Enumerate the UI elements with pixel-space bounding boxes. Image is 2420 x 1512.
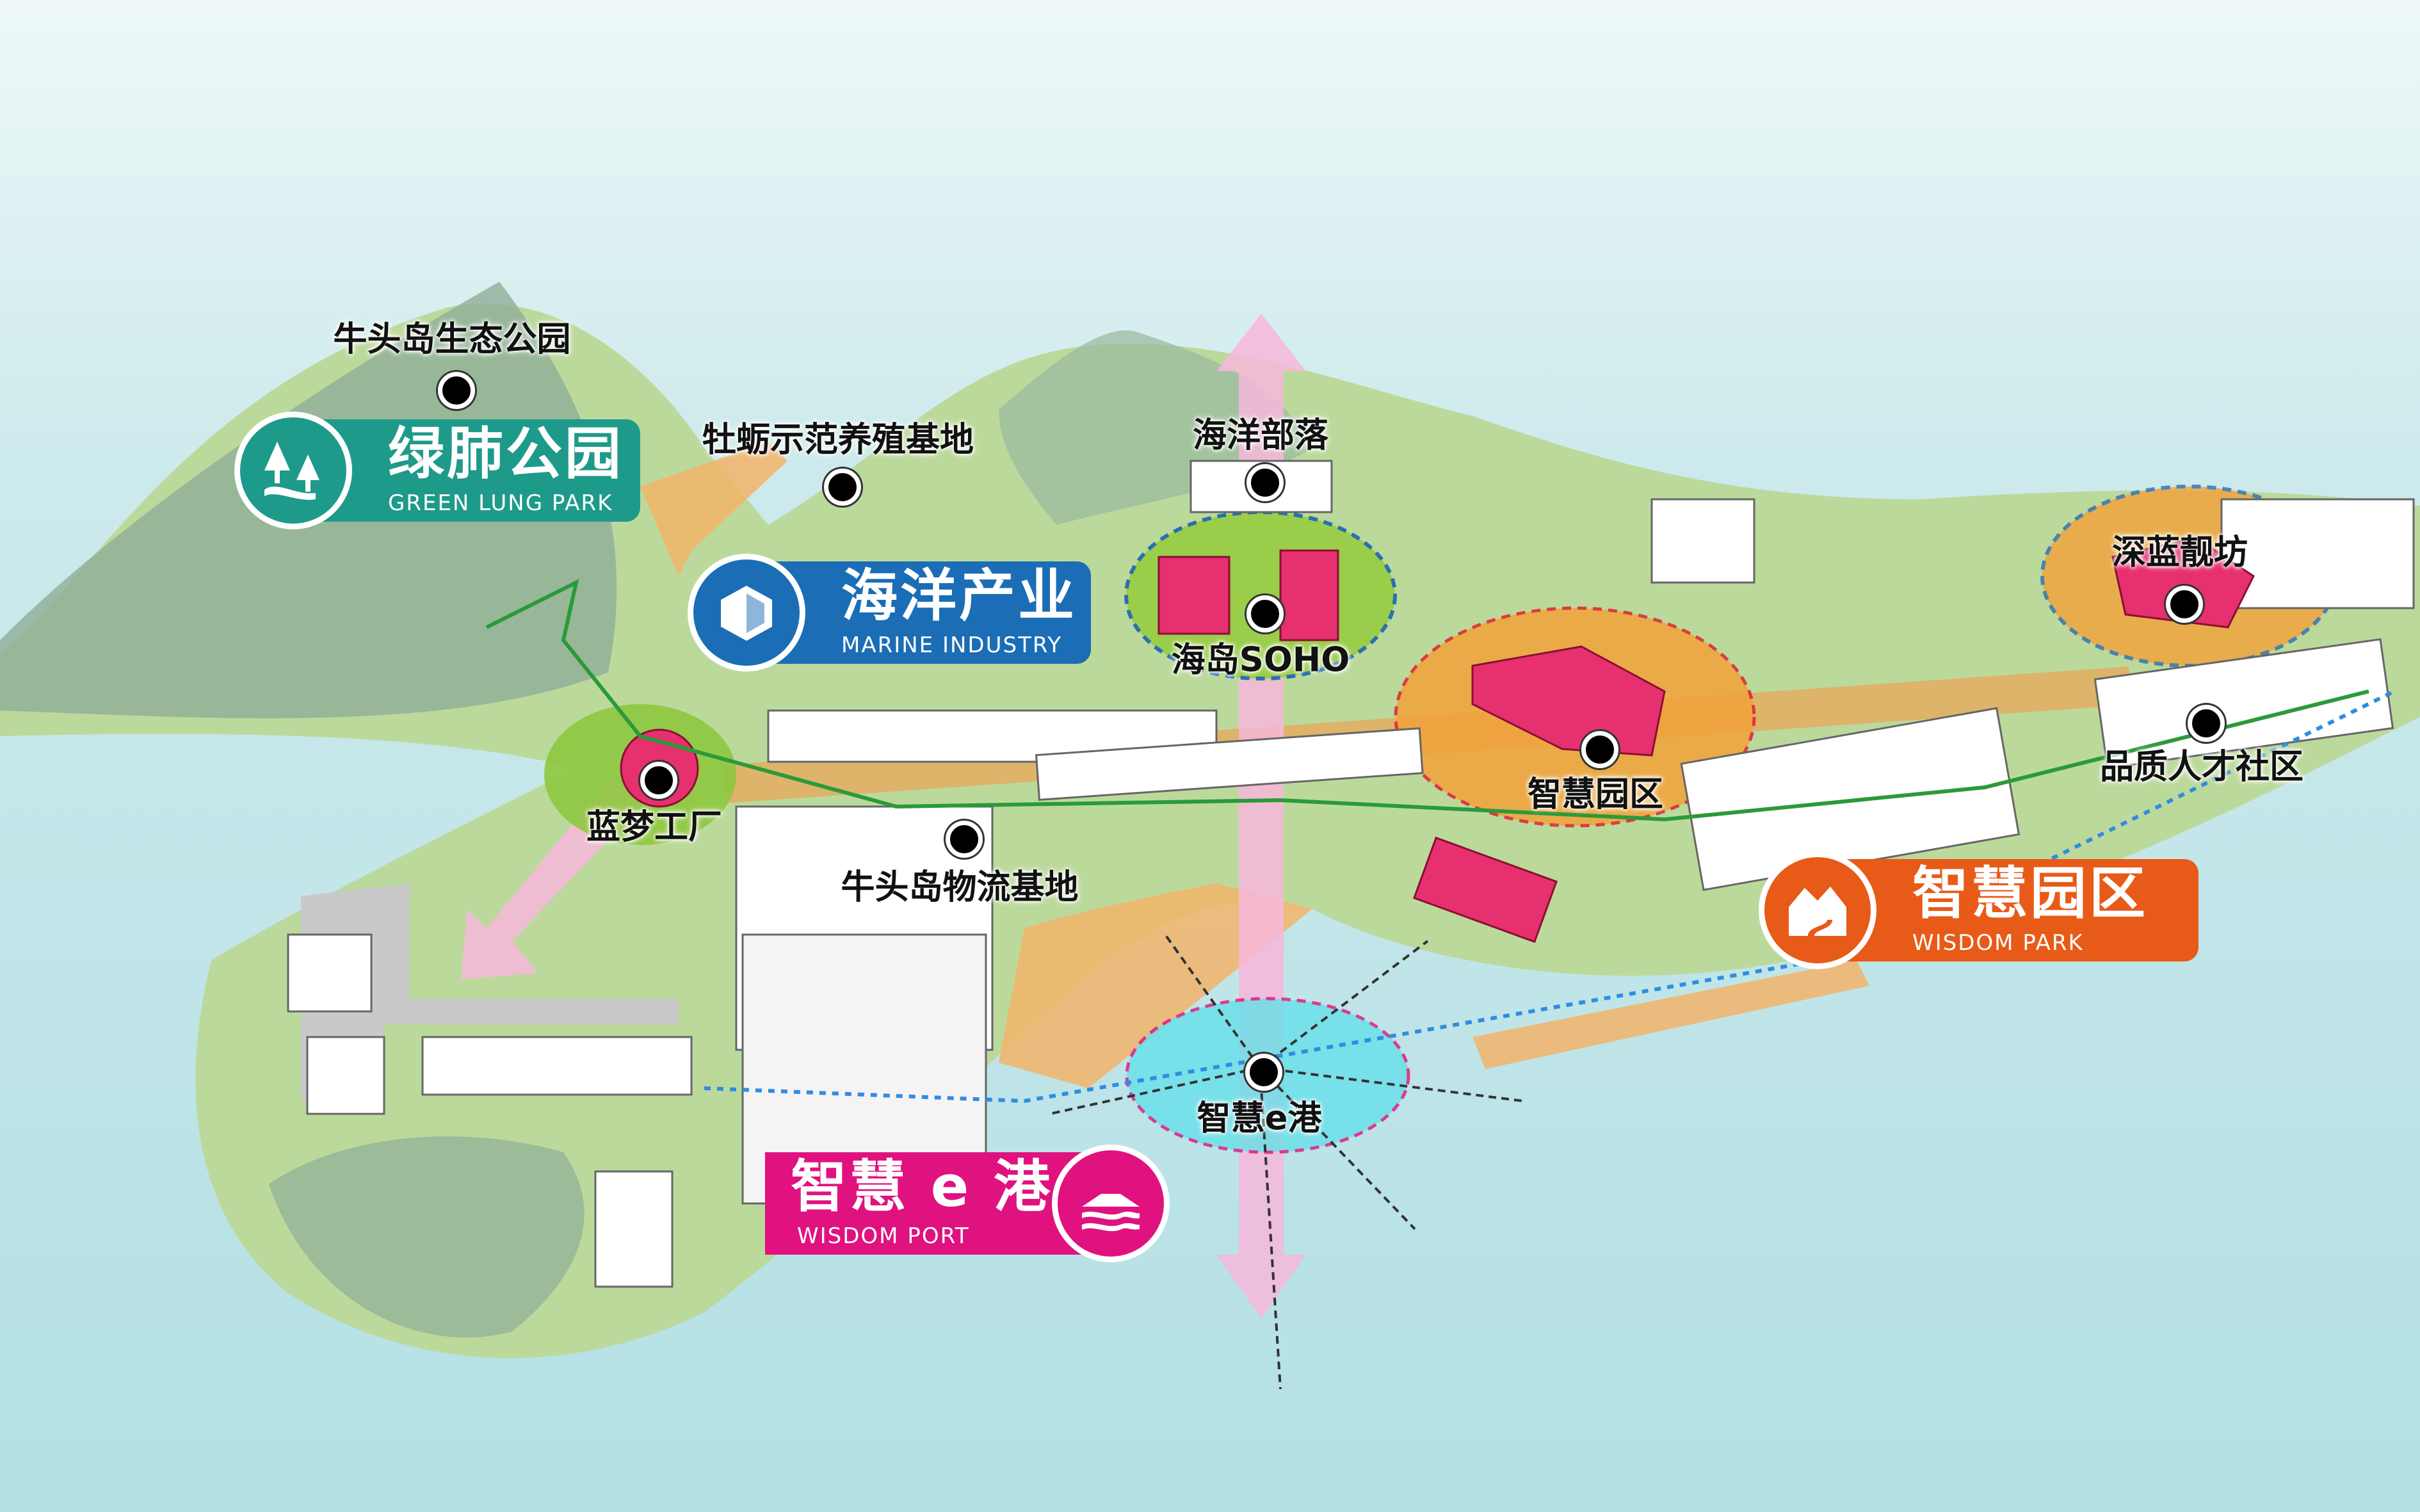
orange-pier-north (640, 442, 787, 576)
location-marker[interactable] (438, 372, 475, 409)
eport-radial-arrows (1049, 933, 1524, 1390)
green-route (485, 579, 2369, 822)
orange-pier-east (1472, 960, 1869, 1069)
location-marker[interactable] (1581, 731, 1618, 768)
boat-icon (1052, 1145, 1170, 1262)
location-marker[interactable] (946, 821, 983, 858)
location-marker[interactable] (2166, 586, 2203, 623)
badge-title: 海洋产业 (841, 563, 1077, 629)
badge-subtitle: WISDOM PORT (797, 1223, 970, 1249)
badge-title: 智慧 e 港 (791, 1154, 1053, 1219)
label-wisdom-park: 智慧园区 (1528, 775, 1663, 814)
label-talent-community: 品质人才社区 (2100, 747, 2303, 787)
cube-icon (688, 554, 805, 672)
badge-bar: 智慧园区 WISDOM PARK (1816, 859, 2198, 961)
orange-zone-south (999, 883, 1312, 1088)
label-lanmeng-factory: 蓝梦工厂 (586, 807, 722, 847)
badge-bar: 海洋产业 MARINE INDUSTRY (745, 561, 1091, 664)
buildings (287, 460, 2415, 1288)
location-marker[interactable] (824, 469, 861, 506)
house-icon (1759, 851, 1876, 969)
badge-subtitle: MARINE INDUSTRY (841, 632, 1063, 658)
label-island-soho: 海岛SOHO (1171, 640, 1350, 680)
blue-route (704, 689, 2396, 1104)
location-marker[interactable] (640, 762, 677, 799)
label-niutoudao-eco-park: 牛头岛生态公园 (333, 319, 571, 359)
badge-subtitle: WISDOM PARK (1912, 930, 2084, 956)
badge-title: 绿肺公园 (388, 421, 624, 487)
badge-title: 智慧园区 (1912, 860, 2149, 926)
location-marker[interactable] (1246, 464, 1284, 501)
label-ocean-tribe: 海洋部落 (1193, 415, 1328, 455)
label-shenlan: 深蓝靓坊 (2112, 533, 2248, 572)
location-marker[interactable] (2188, 705, 2225, 742)
tree-icon (234, 412, 352, 529)
label-logistics-base: 牛头岛物流基地 (841, 867, 1079, 907)
west-port (301, 883, 679, 1101)
location-marker[interactable] (1245, 1054, 1282, 1091)
label-wisdom-eport: 智慧e港 (1197, 1098, 1322, 1138)
badge-subtitle: GREEN LUNG PARK (388, 490, 613, 516)
pink-buildings (620, 536, 2255, 944)
location-marker[interactable] (1246, 595, 1284, 632)
label-oyster-farm: 牡蛎示范养殖基地 (702, 420, 974, 460)
badge-bar: 绿肺公园 GREEN LUNG PARK (292, 419, 640, 522)
mountain-south (269, 1136, 585, 1338)
